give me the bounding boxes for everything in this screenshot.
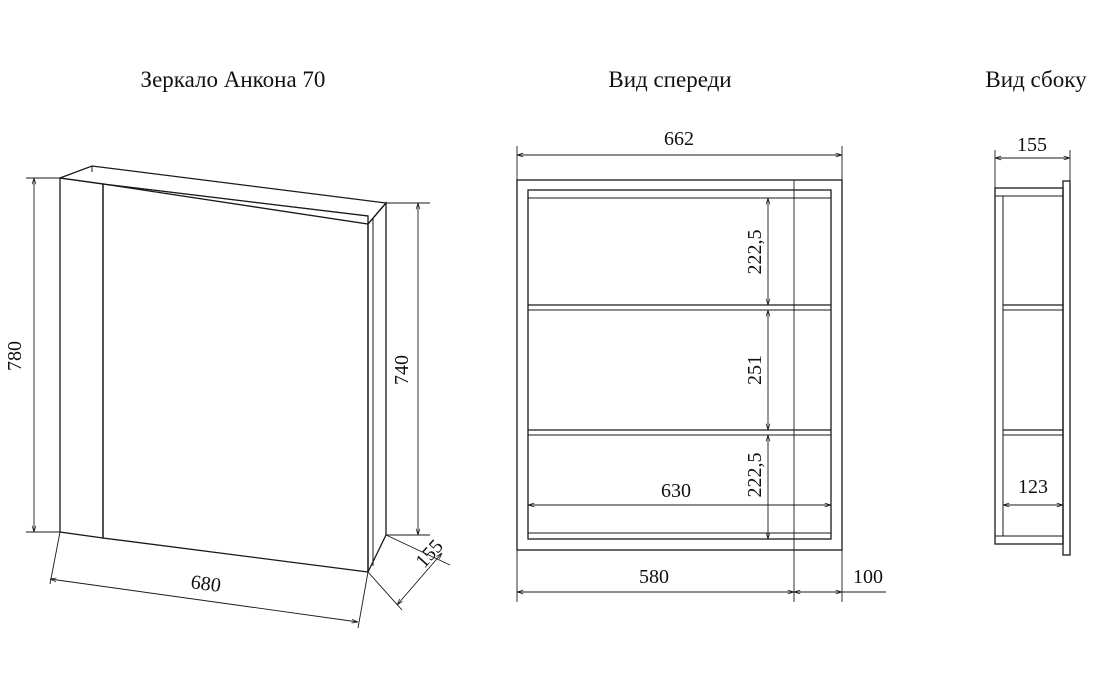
perspective-view: 780 740 680 155 xyxy=(4,165,451,629)
dim-side-123-label: 123 xyxy=(1018,476,1048,498)
title-mirror-ankona: Зеркало Анкона 70 xyxy=(141,67,326,92)
front-body-inner xyxy=(527,189,832,540)
mirror-door xyxy=(102,183,369,573)
dim-side-155-label: 155 xyxy=(1017,134,1047,156)
dim-155-line xyxy=(397,553,442,605)
dim-680-ext-right xyxy=(357,571,369,629)
dim-100-label: 100 xyxy=(853,566,883,588)
dim-662-label: 662 xyxy=(664,128,694,150)
side-strip xyxy=(59,177,104,539)
dim-780-label: 780 xyxy=(4,341,26,371)
side-view: 155 123 xyxy=(994,134,1071,556)
dim-740-label: 740 xyxy=(391,355,413,385)
side-door xyxy=(1062,180,1071,556)
title-front-view: Вид спереди xyxy=(608,67,731,92)
dim-222-5-bottom-label: 222,5 xyxy=(744,453,766,498)
front-view: 662 222,5 251 222,5 630 580 100 xyxy=(516,128,886,602)
dim-155-ext-bottom xyxy=(367,571,403,611)
top-cap xyxy=(59,165,388,225)
front-frame-outer xyxy=(516,179,843,551)
dim-680-line xyxy=(50,579,358,622)
dim-251-label: 251 xyxy=(744,355,766,385)
dim-222-5-top-label: 222,5 xyxy=(744,230,766,275)
dim-155-label: 155 xyxy=(411,535,447,572)
dim-630-label: 630 xyxy=(661,480,691,502)
title-side-view: Вид сбоку xyxy=(985,67,1087,92)
dim-580-label: 580 xyxy=(639,566,669,588)
dim-680-label: 680 xyxy=(189,571,222,597)
dim-680-ext-left xyxy=(49,531,61,585)
cabinet-side-depth xyxy=(367,201,387,573)
